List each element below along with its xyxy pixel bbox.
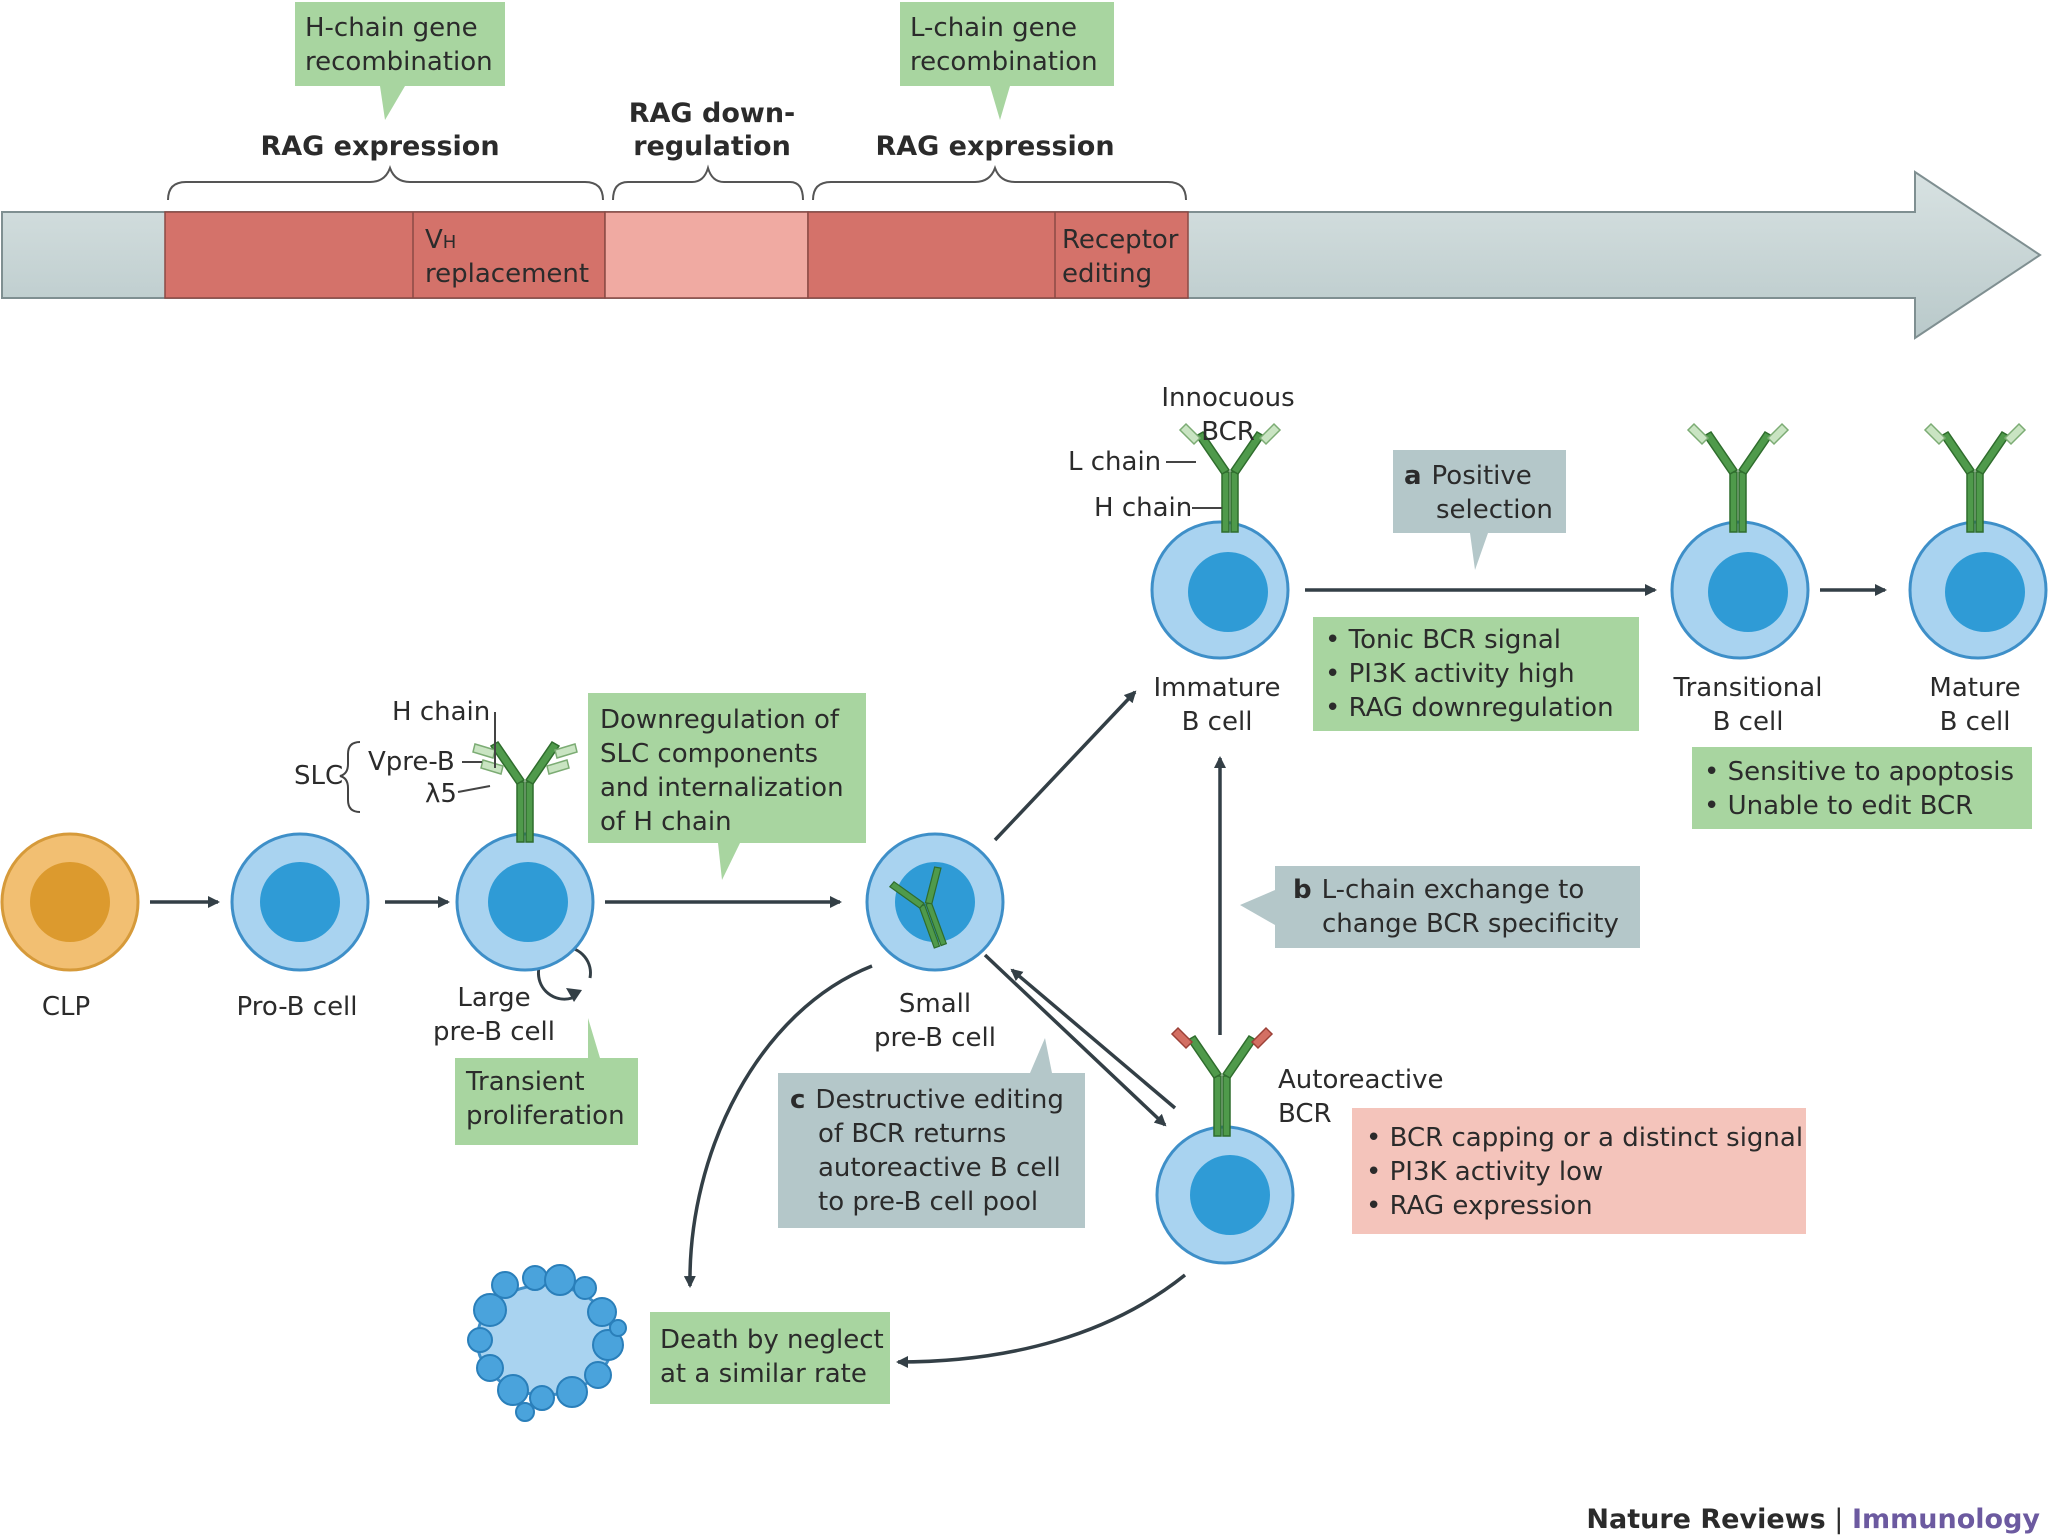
svg-text:• PI3K activity high: • PI3K activity high <box>1325 659 1575 689</box>
transient-proliferation-box: Transient proliferation <box>455 1018 638 1145</box>
journal-credit: Nature Reviews | Immunology <box>1586 1504 2040 1535</box>
svg-text:• PI3K activity low: • PI3K activity low <box>1366 1157 1603 1187</box>
pre-h-chain-label: H chain <box>392 697 490 727</box>
immature-b-label-2: B cell <box>1182 707 1253 737</box>
svg-text:SLC components: SLC components <box>600 739 818 769</box>
receptor-editing-label-1: Receptor <box>1062 225 1179 255</box>
autoreactive-bcr-label-2: BCR <box>1278 1099 1332 1129</box>
clp-label: CLP <box>42 992 90 1022</box>
brace-rag-down <box>612 164 804 201</box>
rag-expression-segment-2 <box>807 211 1189 299</box>
svg-text:• RAG expression: • RAG expression <box>1366 1191 1593 1221</box>
brace-rag-1 <box>167 165 604 201</box>
svg-text:• Unable to edit BCR: • Unable to edit BCR <box>1704 791 1973 821</box>
svg-text:proliferation: proliferation <box>466 1101 625 1131</box>
svg-text:of H chain: of H chain <box>600 807 732 837</box>
vh-label: VH <box>425 225 456 255</box>
svg-text:and internalization: and internalization <box>600 773 844 803</box>
svg-text:at a similar rate: at a similar rate <box>660 1359 867 1389</box>
vpre-b-label: Vpre-B <box>368 747 455 777</box>
svg-text:L-chain gene: L-chain gene <box>910 13 1077 43</box>
svg-text:to pre-B cell pool: to pre-B cell pool <box>818 1187 1038 1217</box>
vh-replacement-label: replacement <box>425 259 589 289</box>
bcr-capping-box: • BCR capping or a distinct signal • PI3… <box>1352 1108 1806 1234</box>
cell-pro-b <box>230 832 370 972</box>
h-chain-recombination-callout: H-chain gene recombination <box>295 2 505 120</box>
cell-immature-b <box>1150 422 1290 660</box>
receptor-editing-label-2: editing <box>1062 259 1152 289</box>
large-pre-b-label-2: pre-B cell <box>433 1017 555 1047</box>
chain-labels: H chain SLC Vpre-B λ5 L chain H chain <box>294 447 1222 813</box>
svg-text:• BCR capping or a distinct si: • BCR capping or a distinct signal <box>1366 1123 1803 1153</box>
downregulation-box: Downregulation of SLC components and int… <box>588 693 866 880</box>
innocuous-bcr-label-2: BCR <box>1201 417 1255 447</box>
svg-text:Transient: Transient <box>465 1067 585 1097</box>
cell-small-pre-b <box>865 832 1005 972</box>
lambda5-label: λ5 <box>425 779 457 809</box>
brace-rag-2 <box>812 165 1187 201</box>
cell-clp <box>0 832 140 972</box>
svg-text:• RAG downregulation: • RAG downregulation <box>1325 693 1614 723</box>
svg-text:• Tonic BCR signal: • Tonic BCR signal <box>1325 625 1561 655</box>
immature-b-label-1: Immature <box>1153 673 1280 703</box>
cell-labels: CLP Pro-B cell Large pre-B cell Small pr… <box>42 383 2021 1129</box>
rag-expression-label-1: RAG expression <box>260 131 499 162</box>
h-chain-label: H chain <box>1094 493 1192 523</box>
svg-text:change BCR specificity: change BCR specificity <box>1322 909 1619 939</box>
l-chain-recombination-callout: L-chain gene recombination <box>900 2 1114 120</box>
small-pre-b-label-2: pre-B cell <box>874 1023 996 1053</box>
tonic-signal-box: • Tonic BCR signal • PI3K activity high … <box>1313 617 1639 731</box>
mature-b-label-2: B cell <box>1940 707 2011 737</box>
cell-autoreactive-b <box>1155 1026 1295 1265</box>
l-chain-label: L chain <box>1068 447 1161 477</box>
svg-text:selection: selection <box>1436 495 1553 525</box>
development-timeline: VH replacement Receptor editing RAG expr… <box>1 2 2042 340</box>
rag-down-label-2: regulation <box>633 131 791 162</box>
svg-text:Death by neglect: Death by neglect <box>660 1325 884 1355</box>
apoptosis-sensitivity-box: • Sensitive to apoptosis • Unable to edi… <box>1692 747 2032 829</box>
cell-mature-b <box>1908 422 2048 660</box>
svg-text:H-chain gene: H-chain gene <box>305 13 478 43</box>
large-pre-b-label-1: Large <box>457 983 530 1013</box>
svg-text:bL-chain exchange to: bL-chain exchange to <box>1293 875 1584 905</box>
rag-down-label-1: RAG down- <box>629 98 796 129</box>
apoptotic-cell <box>467 1264 627 1422</box>
pro-b-label: Pro-B cell <box>236 992 357 1022</box>
small-pre-b-label-1: Small <box>899 989 971 1019</box>
svg-text:recombination: recombination <box>910 47 1098 77</box>
autoreactive-bcr-label-1: Autoreactive <box>1278 1065 1444 1095</box>
mature-b-label-1: Mature <box>1929 673 2020 703</box>
innocuous-bcr-label-1: Innocuous <box>1161 383 1294 413</box>
svg-text:• Sensitive to apoptosis: • Sensitive to apoptosis <box>1704 757 2014 787</box>
rag-expression-label-2: RAG expression <box>875 131 1114 162</box>
transitional-b-label-2: B cell <box>1713 707 1784 737</box>
death-by-neglect-box: Death by neglect at a similar rate <box>650 1312 890 1404</box>
slc-label: SLC <box>294 761 343 791</box>
transitional-b-label-1: Transitional <box>1673 673 1823 703</box>
cell-transitional-b <box>1670 422 1810 660</box>
cell-large-pre-b <box>455 741 595 972</box>
svg-text:recombination: recombination <box>305 47 493 77</box>
svg-text:autoreactive B cell: autoreactive B cell <box>818 1153 1061 1183</box>
rag-downregulation-segment <box>604 211 809 299</box>
rag-expression-segment-1 <box>164 211 606 299</box>
svg-text:Downregulation of: Downregulation of <box>600 705 840 735</box>
flow-arrows <box>150 584 1887 1368</box>
svg-text:of BCR returns: of BCR returns <box>818 1119 1006 1149</box>
